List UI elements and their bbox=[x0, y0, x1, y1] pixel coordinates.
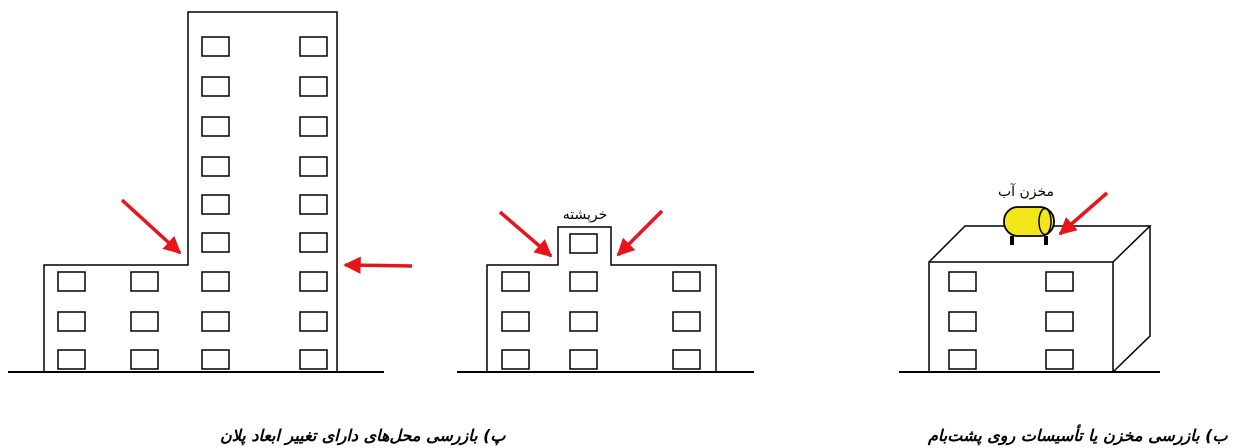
water-tank-label: مخزن آب bbox=[998, 183, 1054, 200]
red-arrow-icon bbox=[343, 256, 413, 274]
window-icon bbox=[130, 349, 159, 370]
water-tank-icon bbox=[1003, 206, 1055, 245]
building-box-top bbox=[928, 225, 1152, 263]
building-penthouse-windows bbox=[501, 233, 701, 370]
caption-plan-change: پ) بازرسی محل‌های دارای تغییر ابعاد پلان bbox=[220, 426, 506, 445]
building-water-tank: مخزن آب bbox=[899, 183, 1160, 373]
window-icon bbox=[948, 349, 977, 370]
window-icon bbox=[672, 349, 701, 370]
window-icon bbox=[201, 36, 230, 57]
window-icon bbox=[201, 271, 230, 292]
building-box-side bbox=[1112, 226, 1151, 373]
window-icon bbox=[501, 349, 530, 370]
window-icon bbox=[672, 271, 701, 292]
window-icon bbox=[948, 271, 977, 292]
window-icon bbox=[948, 311, 977, 332]
window-icon bbox=[201, 156, 230, 177]
caption-rooftop-tank: ب) بازرسی مخزن یا تأسیسات روی پشت‌بام bbox=[928, 426, 1228, 445]
window-icon bbox=[201, 349, 230, 370]
window-icon bbox=[299, 271, 328, 292]
building-tall-outline bbox=[43, 11, 338, 372]
window-icon bbox=[1045, 349, 1074, 370]
red-arrow-icon bbox=[120, 198, 182, 255]
window-icon bbox=[501, 271, 530, 292]
building-box-front bbox=[928, 261, 1114, 373]
window-icon bbox=[299, 194, 328, 215]
window-icon bbox=[299, 311, 328, 332]
window-icon bbox=[299, 76, 328, 97]
penthouse-label: خرپشته bbox=[563, 207, 608, 223]
window-icon bbox=[57, 271, 86, 292]
window-icon bbox=[672, 311, 701, 332]
red-arrow-icon bbox=[498, 210, 553, 258]
window-icon bbox=[299, 232, 328, 253]
window-icon bbox=[501, 311, 530, 332]
window-icon bbox=[299, 116, 328, 137]
building-box-windows bbox=[948, 271, 1074, 370]
window-icon bbox=[201, 76, 230, 97]
window-icon bbox=[299, 156, 328, 177]
window-icon bbox=[1045, 311, 1074, 332]
window-icon bbox=[569, 233, 598, 254]
building-tall-windows bbox=[57, 36, 328, 370]
window-icon bbox=[130, 311, 159, 332]
building-penthouse: خرپشته bbox=[457, 207, 754, 373]
window-icon bbox=[57, 349, 86, 370]
window-icon bbox=[299, 349, 328, 370]
building-tall-stepped bbox=[8, 11, 413, 373]
window-icon bbox=[201, 311, 230, 332]
window-icon bbox=[1045, 271, 1074, 292]
window-icon bbox=[57, 311, 86, 332]
window-icon bbox=[201, 194, 230, 215]
window-icon bbox=[569, 271, 598, 292]
window-icon bbox=[569, 311, 598, 332]
window-icon bbox=[130, 271, 159, 292]
red-arrow-icon bbox=[1058, 191, 1109, 236]
window-icon bbox=[201, 116, 230, 137]
building-penthouse-outline bbox=[486, 226, 717, 372]
window-icon bbox=[201, 232, 230, 253]
window-icon bbox=[569, 349, 598, 370]
red-arrow-icon bbox=[616, 209, 664, 257]
window-icon bbox=[299, 36, 328, 57]
